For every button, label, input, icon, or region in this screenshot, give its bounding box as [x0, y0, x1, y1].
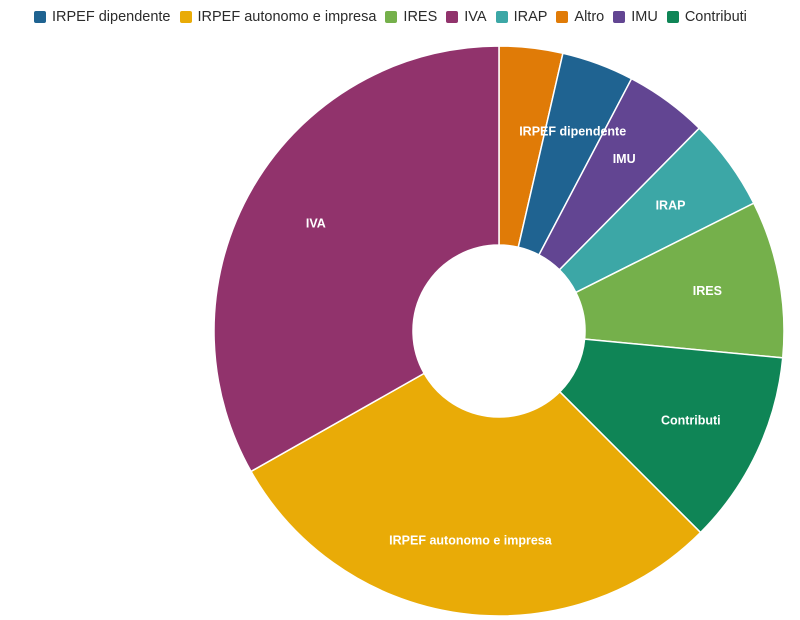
legend-swatch — [495, 11, 508, 23]
slice-label: IMU — [613, 152, 636, 166]
slice-label: IRPEF autonomo e impresa — [389, 533, 553, 547]
slice-ires[interactable] — [574, 202, 785, 359]
legend-label: Contributi — [684, 9, 747, 25]
slice-irpef-autonomo-e-impresa[interactable] — [249, 372, 702, 617]
legend-item[interactable]: IVA — [446, 9, 487, 25]
slice-label: Contributi — [661, 414, 721, 428]
legend-label: IRAP — [513, 9, 548, 25]
slice-iva[interactable] — [213, 45, 500, 473]
legend-item[interactable]: IRPEF dipendente — [34, 9, 171, 25]
legend-item[interactable]: IRPEF autonomo e impresa — [179, 9, 377, 25]
legend-label: IMU — [631, 9, 658, 25]
legend-label: IRPEF autonomo e impresa — [197, 9, 377, 25]
legend-item[interactable]: Altro — [556, 9, 604, 25]
legend-swatch — [179, 11, 192, 23]
legend-swatch — [666, 11, 679, 23]
legend-label: Altro — [574, 9, 605, 25]
slice-label: IRES — [693, 284, 722, 298]
donut-slices — [213, 45, 785, 617]
legend-item[interactable]: IRES — [385, 9, 437, 25]
legend-swatch — [446, 11, 459, 23]
legend-item[interactable]: IRAP — [495, 9, 548, 25]
slice-label: IVA — [306, 217, 326, 231]
legend-swatch — [556, 11, 569, 23]
legend-swatch — [613, 11, 626, 23]
legend-item[interactable]: Contributi — [666, 9, 747, 25]
legend-swatch — [385, 11, 398, 23]
slice-contributi[interactable] — [558, 338, 784, 534]
legend-swatch — [34, 11, 46, 23]
chart-legend: IRPEF dipendente IRPEF autonomo e impresa… — [34, 9, 747, 25]
legend-label: IRES — [403, 9, 438, 25]
slice-label: IRAP — [656, 199, 686, 213]
legend-label: IRPEF dipendente — [52, 9, 171, 25]
legend-item[interactable]: IMU — [613, 9, 658, 25]
slice-label: IRPEF dipendente — [519, 125, 626, 139]
legend-label: IVA — [464, 9, 487, 25]
